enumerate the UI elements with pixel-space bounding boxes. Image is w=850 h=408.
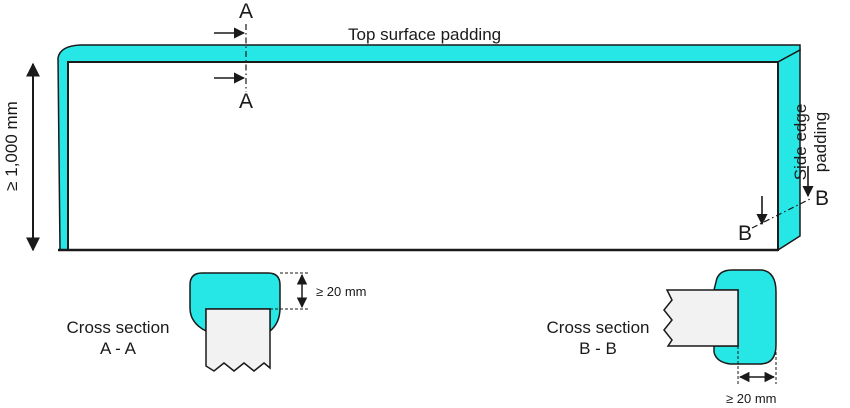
side-edge-padding-label-line1: Side edge [791,104,810,181]
height-dimension-label: ≥ 1,000 mm [2,101,21,191]
section-a-marker [214,24,247,92]
side-edge-padding-label-line2: padding [811,112,830,173]
section-a-bottom-label: A [239,90,253,113]
cross-section-a-padding [189,272,281,333]
front-view [57,44,801,252]
cross-section-b-board [663,289,739,347]
cross-section-b-label-line1: Cross section [547,318,650,337]
cross-section-b [663,269,777,384]
min-thickness-b-label: ≥ 20 mm [726,391,776,406]
min-thickness-a-label: ≥ 20 mm [316,284,366,299]
cross-section-a [189,272,310,372]
section-b-right-label: B [815,187,829,210]
cross-section-a-label-line2: A - A [100,339,137,358]
section-b-marker [751,166,814,229]
section-b-left-label: B [738,222,752,245]
board-outline [67,61,779,251]
cross-section-b-label-line2: B - B [579,339,617,358]
top-surface-padding-label: Top surface padding [348,25,501,44]
cross-section-a-board [205,308,271,372]
cross-section-a-label-line1: Cross section [67,318,170,337]
cross-section-b-padding [713,269,777,365]
section-a-top-label: A [239,0,253,23]
